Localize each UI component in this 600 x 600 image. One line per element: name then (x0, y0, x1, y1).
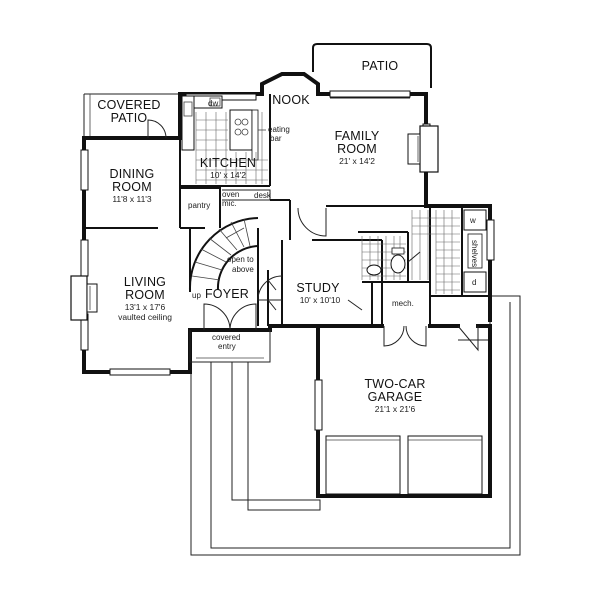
dining-room-dimensions: 11'8 x 11'3 (112, 194, 152, 204)
living-room-note: vaulted ceiling (118, 312, 172, 322)
mech-note: mech. (392, 299, 414, 308)
foyer-label: FOYER (205, 287, 249, 301)
shelves-note: shelves (470, 240, 479, 267)
covered-entry-line1: covered (212, 333, 240, 342)
family-room-dimensions: 21' x 14'2 (339, 156, 375, 166)
bath-tile (361, 209, 487, 294)
garage-label-line2: GARAGE (368, 390, 423, 404)
family-room-label-line1: FAMILY (335, 129, 380, 143)
kitchen-counters (181, 95, 259, 161)
covered-patio-label-line2: PATIO (111, 111, 148, 125)
living-room-label-line1: LIVING (124, 275, 166, 289)
oven-note-line1: oven (222, 190, 239, 199)
living-room-fireplace (70, 275, 98, 321)
kitchen-label: KITCHEN (200, 156, 256, 170)
stair-up-note: up (192, 291, 201, 300)
covered-entry-outline (189, 330, 271, 363)
open-to-above-line2: above (232, 265, 254, 274)
covered-entry-line2: entry (218, 342, 236, 351)
washer-note: w (469, 216, 476, 225)
patio-label: PATIO (362, 59, 399, 73)
covered-patio-label-line1: COVERED (97, 98, 160, 112)
dryer-note: d (472, 278, 476, 287)
dining-room-label-line1: DINING (110, 167, 155, 181)
nook-label: NOOK (272, 93, 310, 107)
family-room-label-line2: ROOM (337, 142, 377, 156)
open-to-above-line1: open to (227, 255, 254, 264)
living-room-label-line2: ROOM (125, 288, 165, 302)
garage-dimensions: 21'1 x 21'6 (375, 404, 416, 414)
curved-staircase (188, 217, 259, 291)
desk-note: desk (254, 191, 272, 200)
study-dimensions: 10' x 10'10 (300, 295, 341, 305)
kitchen-tile (195, 112, 268, 184)
patio-outline (312, 43, 432, 88)
garage-doors (325, 435, 483, 495)
doors (147, 97, 479, 352)
garage-label-line1: TWO-CAR (364, 377, 425, 391)
living-room-dimensions: 13'1 x 17'6 (125, 302, 166, 312)
eating-bar-note-line2: bar (270, 134, 282, 143)
kitchen-dimensions: 10' x 14'2 (210, 170, 246, 180)
covered-patio-outline (83, 93, 180, 138)
eating-bar-note-line1: eating (268, 125, 290, 134)
family-room-fireplace (407, 125, 439, 173)
dining-room-label-line2: ROOM (112, 180, 152, 194)
study-label: STUDY (296, 281, 340, 295)
oven-note-line2: mic. (222, 199, 237, 208)
pantry-note: pantry (188, 201, 210, 210)
dishwasher-note: dw (208, 99, 218, 108)
